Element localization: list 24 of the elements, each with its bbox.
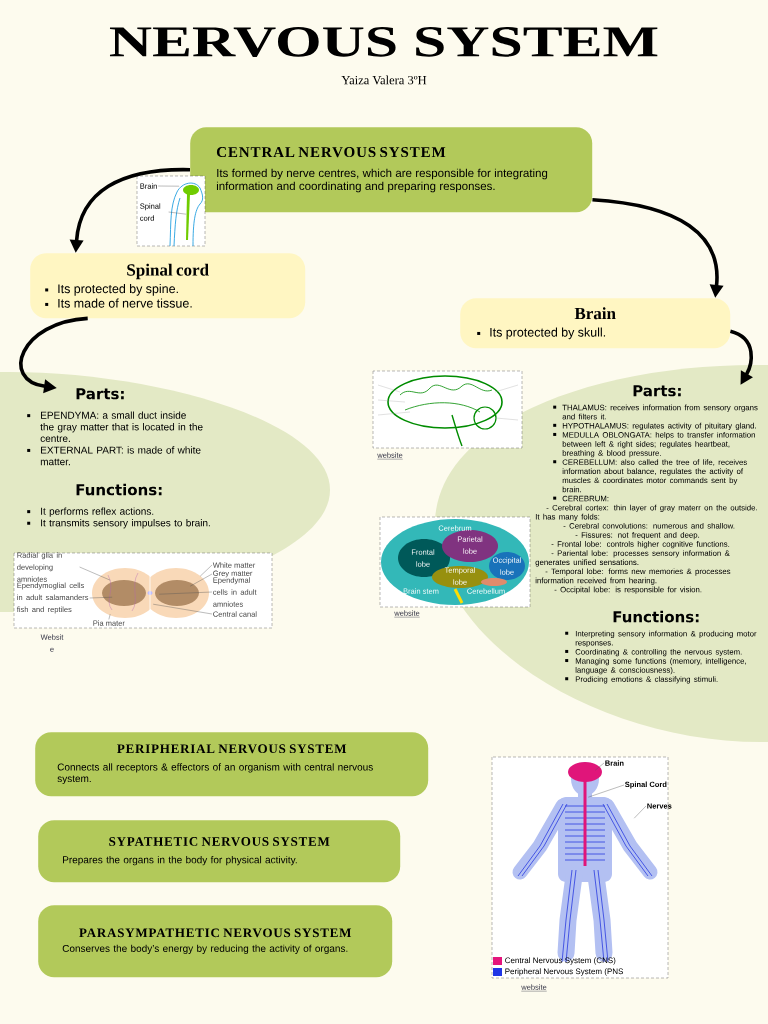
leader-line xyxy=(89,597,113,599)
info-box: CENTRAL NERVOUS SYSTEM Its formed by nerve centres, which are responsible for integrating information and coordinating and preparing responses. xyxy=(190,127,593,213)
leader-line xyxy=(595,762,605,771)
info-box: PARASYMPATHETIC NERVOUS SYSTEM Conserves the body’s energy by reducing the activity of organs. xyxy=(38,905,393,978)
leader-line xyxy=(200,564,213,577)
author-name: Yaiza Valera 3ºH xyxy=(341,75,427,85)
leader-line xyxy=(634,805,647,819)
leader-line xyxy=(168,211,187,215)
leader-line xyxy=(190,573,213,587)
info-box: PERIPHERIAL NERVOUS SYSTEM Connects all receptors & effectors of an organism with central nervous system. xyxy=(35,732,429,797)
spinal-section-drawing xyxy=(13,552,273,629)
info-box: SYPATHETIC NERVOUS SYSTEM Prepares the organs in the body for physical activity. xyxy=(38,820,401,883)
leader-line xyxy=(157,185,180,187)
legend-label: Peripheral Nervous System (PNS xyxy=(505,968,624,976)
leader-line xyxy=(159,591,213,595)
topic-box: Brain Its protected by skull. xyxy=(460,298,731,349)
legend-label: Central Nervous System (CNS) xyxy=(505,957,616,965)
topic-box: Spinal cord Its protected by spine. Its made of nerve tissue. xyxy=(30,253,306,319)
leader-line xyxy=(79,566,111,581)
head-profile-drawing xyxy=(136,175,206,247)
leader-line xyxy=(153,604,213,615)
leader-line xyxy=(588,784,625,798)
poster-title: NERVOUS SYSTEM xyxy=(110,27,658,57)
leader-line xyxy=(108,614,111,620)
